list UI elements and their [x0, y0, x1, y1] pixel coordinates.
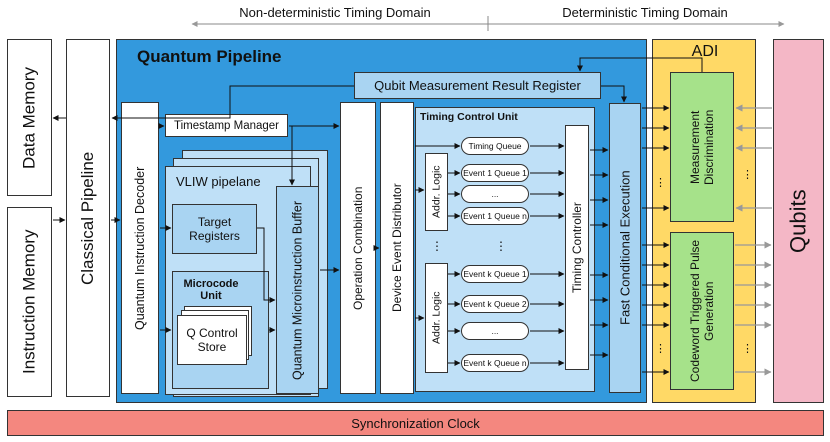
timestamp-manager: Timestamp Manager — [165, 114, 288, 137]
eventk-queue-dots: ... — [461, 322, 529, 340]
q-control-store: Q Control Store — [177, 315, 247, 365]
pulse-generation: Codeword Triggered Pulse Generation — [670, 232, 734, 390]
eventk-queue2: Event k Queue 2 — [461, 295, 529, 313]
measurement-discrimination: Measurement Discrimination — [670, 72, 734, 222]
synchronization-clock: Synchronization Clock — [7, 410, 824, 436]
domain-header: Non-deterministic Timing Domain Determin… — [185, 0, 790, 30]
microinstruction-buffer: Quantum Microinstruction Buffer — [276, 186, 319, 394]
timing-queue: Timing Queue — [461, 137, 529, 155]
data-memory: Data Memory — [7, 39, 52, 196]
operation-combination: Operation Combination — [340, 102, 376, 394]
fast-conditional-execution: Fast Conditional Execution — [609, 103, 641, 393]
event1-queue-dots: ... — [461, 185, 529, 203]
deterministic-domain-label: Deterministic Timing Domain — [562, 4, 728, 20]
device-event-distributor: Device Event Distributor — [380, 102, 414, 394]
eventk-queuen: Event k Queue n — [461, 354, 529, 372]
event1-queuen: Event 1 Queue n — [461, 207, 529, 225]
timing-control-unit-title: Timing Control Unit — [420, 111, 518, 123]
target-registers: Target Registers — [172, 204, 257, 254]
addr-logic-1: Addr. Logic — [425, 153, 448, 231]
instruction-decoder: Quantum Instruction Decoder — [121, 102, 159, 394]
vliw-title: VLIW pipelane — [176, 174, 261, 189]
non-deterministic-domain-label: Non-deterministic Timing Domain — [239, 4, 431, 20]
result-register: Qubit Measurement Result Register — [354, 72, 601, 99]
instruction-memory: Instruction Memory — [7, 207, 52, 397]
eventk-queue1: Event k Queue 1 — [461, 265, 529, 283]
vdots-queues: ⋮ — [495, 239, 507, 253]
event1-queue1: Event 1 Queue 1 — [461, 164, 529, 182]
microcode-unit-label: Microcode Unit — [183, 278, 239, 302]
qubits: Qubits — [773, 39, 824, 403]
timing-controller: Timing Controller — [565, 125, 589, 370]
quantum-pipeline-title: Quantum Pipeline — [137, 47, 282, 66]
vdots-addr: ⋮ — [431, 239, 443, 253]
classical-pipeline: Classical Pipeline — [66, 39, 110, 397]
adi-title: ADI — [691, 43, 719, 60]
addr-logic-k: Addr. Logic — [425, 263, 448, 373]
